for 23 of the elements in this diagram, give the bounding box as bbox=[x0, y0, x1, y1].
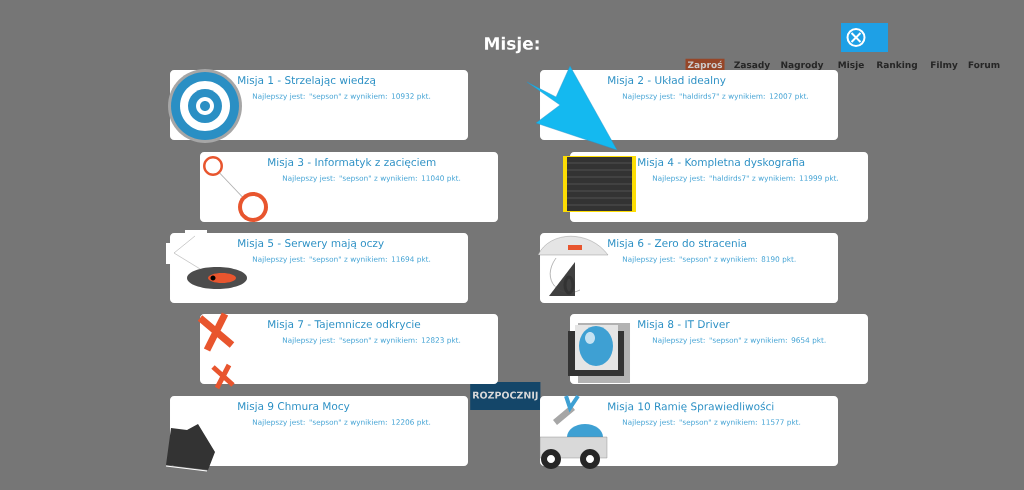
mission-title: Misja 5 - Serwery mają oczy bbox=[238, 238, 384, 250]
mission-title: Misja 3 - Informatyk z zacięciem bbox=[268, 157, 436, 169]
mission-title: Misja 8 - IT Driver bbox=[638, 319, 730, 331]
menu-link: Nagrody bbox=[781, 61, 824, 70]
mission-title: Misja 9 Chmura Mocy bbox=[238, 401, 350, 413]
mission-title: Misja 2 - Układ idealny bbox=[608, 75, 726, 87]
mission-title: Misja 7 - Tajemnicze odkrycie bbox=[268, 319, 421, 331]
start-button: ROZPOCZNIJ bbox=[470, 382, 541, 410]
mission-title: Misja 6 - Zero do stracenia bbox=[608, 238, 747, 250]
mission-title: Misja 4 - Kompletna dyskografia bbox=[638, 157, 805, 169]
mission-card bbox=[200, 152, 498, 222]
mission-card bbox=[170, 233, 468, 303]
mission-title: Misja 10 Ramię Sprawiedliwości bbox=[608, 401, 774, 413]
mission-card bbox=[170, 396, 468, 466]
menu-link: Misje bbox=[838, 61, 864, 70]
dialog-title: Misje: bbox=[485, 36, 539, 54]
mission-card bbox=[200, 314, 498, 384]
menu-link: Ranking bbox=[877, 61, 917, 70]
mission-title: Misja 1 - Strzelając wiedzą bbox=[238, 75, 376, 87]
menu-link: Forum bbox=[968, 61, 1000, 69]
mission-card bbox=[540, 233, 838, 303]
menu-link: Zasady bbox=[734, 61, 771, 70]
menu-link: Filmy bbox=[931, 61, 958, 70]
